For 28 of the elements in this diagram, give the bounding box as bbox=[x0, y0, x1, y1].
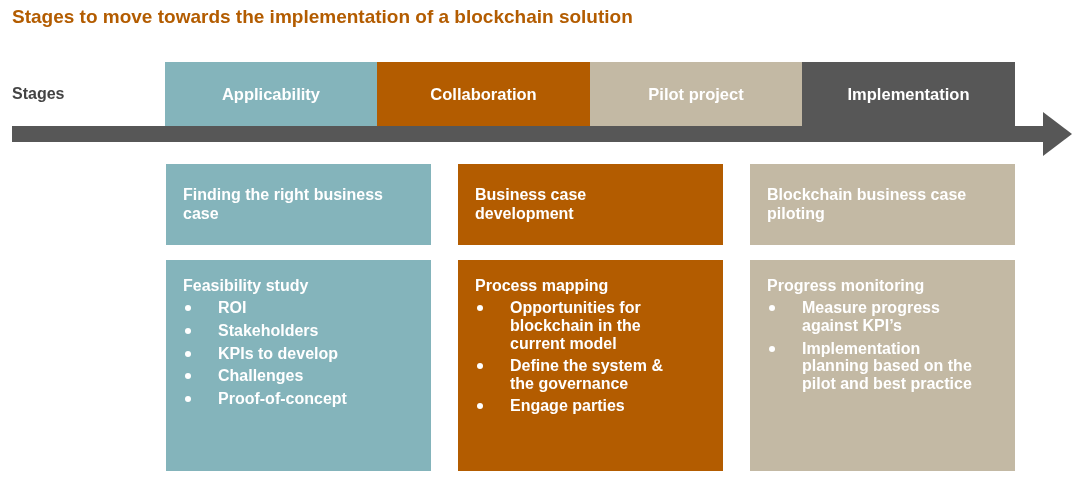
card-heading: Finding the right business case bbox=[183, 186, 384, 223]
bullet-item: ROI bbox=[218, 299, 247, 317]
stage-card bbox=[458, 164, 723, 245]
bullet-item: Challenges bbox=[218, 367, 304, 385]
bullet-item: Engage parties bbox=[510, 397, 625, 415]
stage-card bbox=[458, 260, 723, 471]
stage-band: Pilot project bbox=[590, 62, 802, 126]
stage-card bbox=[750, 260, 1015, 471]
stage-band: Implementation bbox=[802, 62, 1015, 126]
bullet-item: Proof-of-concept bbox=[218, 389, 347, 407]
card-heading: Process mapping bbox=[475, 277, 610, 296]
diagram-title: Stages to move towards the implementation of a blockchain solution bbox=[12, 6, 633, 28]
stage-band: Collaboration bbox=[377, 62, 590, 126]
bullet-item: KPIs to develop bbox=[218, 344, 339, 362]
row-label: Stages bbox=[12, 85, 65, 103]
card-heading: Blockchain business case piloting bbox=[767, 186, 968, 223]
card-heading: Feasibility study bbox=[183, 277, 310, 296]
stage-card bbox=[166, 164, 431, 245]
bullet-item: Opportunities for blockchain in the current model bbox=[510, 299, 641, 352]
bullet-item: Measure progress against KPI’s bbox=[802, 299, 940, 334]
bullet-item: Implementation planning based on the pilot and best practice bbox=[802, 339, 972, 392]
card-heading: Business case development bbox=[475, 186, 588, 223]
stage-band: Applicability bbox=[165, 62, 377, 126]
bullet-item: Define the system & the governance bbox=[510, 357, 663, 392]
stage-card bbox=[750, 164, 1015, 245]
stage-card bbox=[166, 260, 431, 471]
bullet-item: Stakeholders bbox=[218, 322, 319, 339]
card-heading: Progress monitoring bbox=[767, 277, 926, 296]
